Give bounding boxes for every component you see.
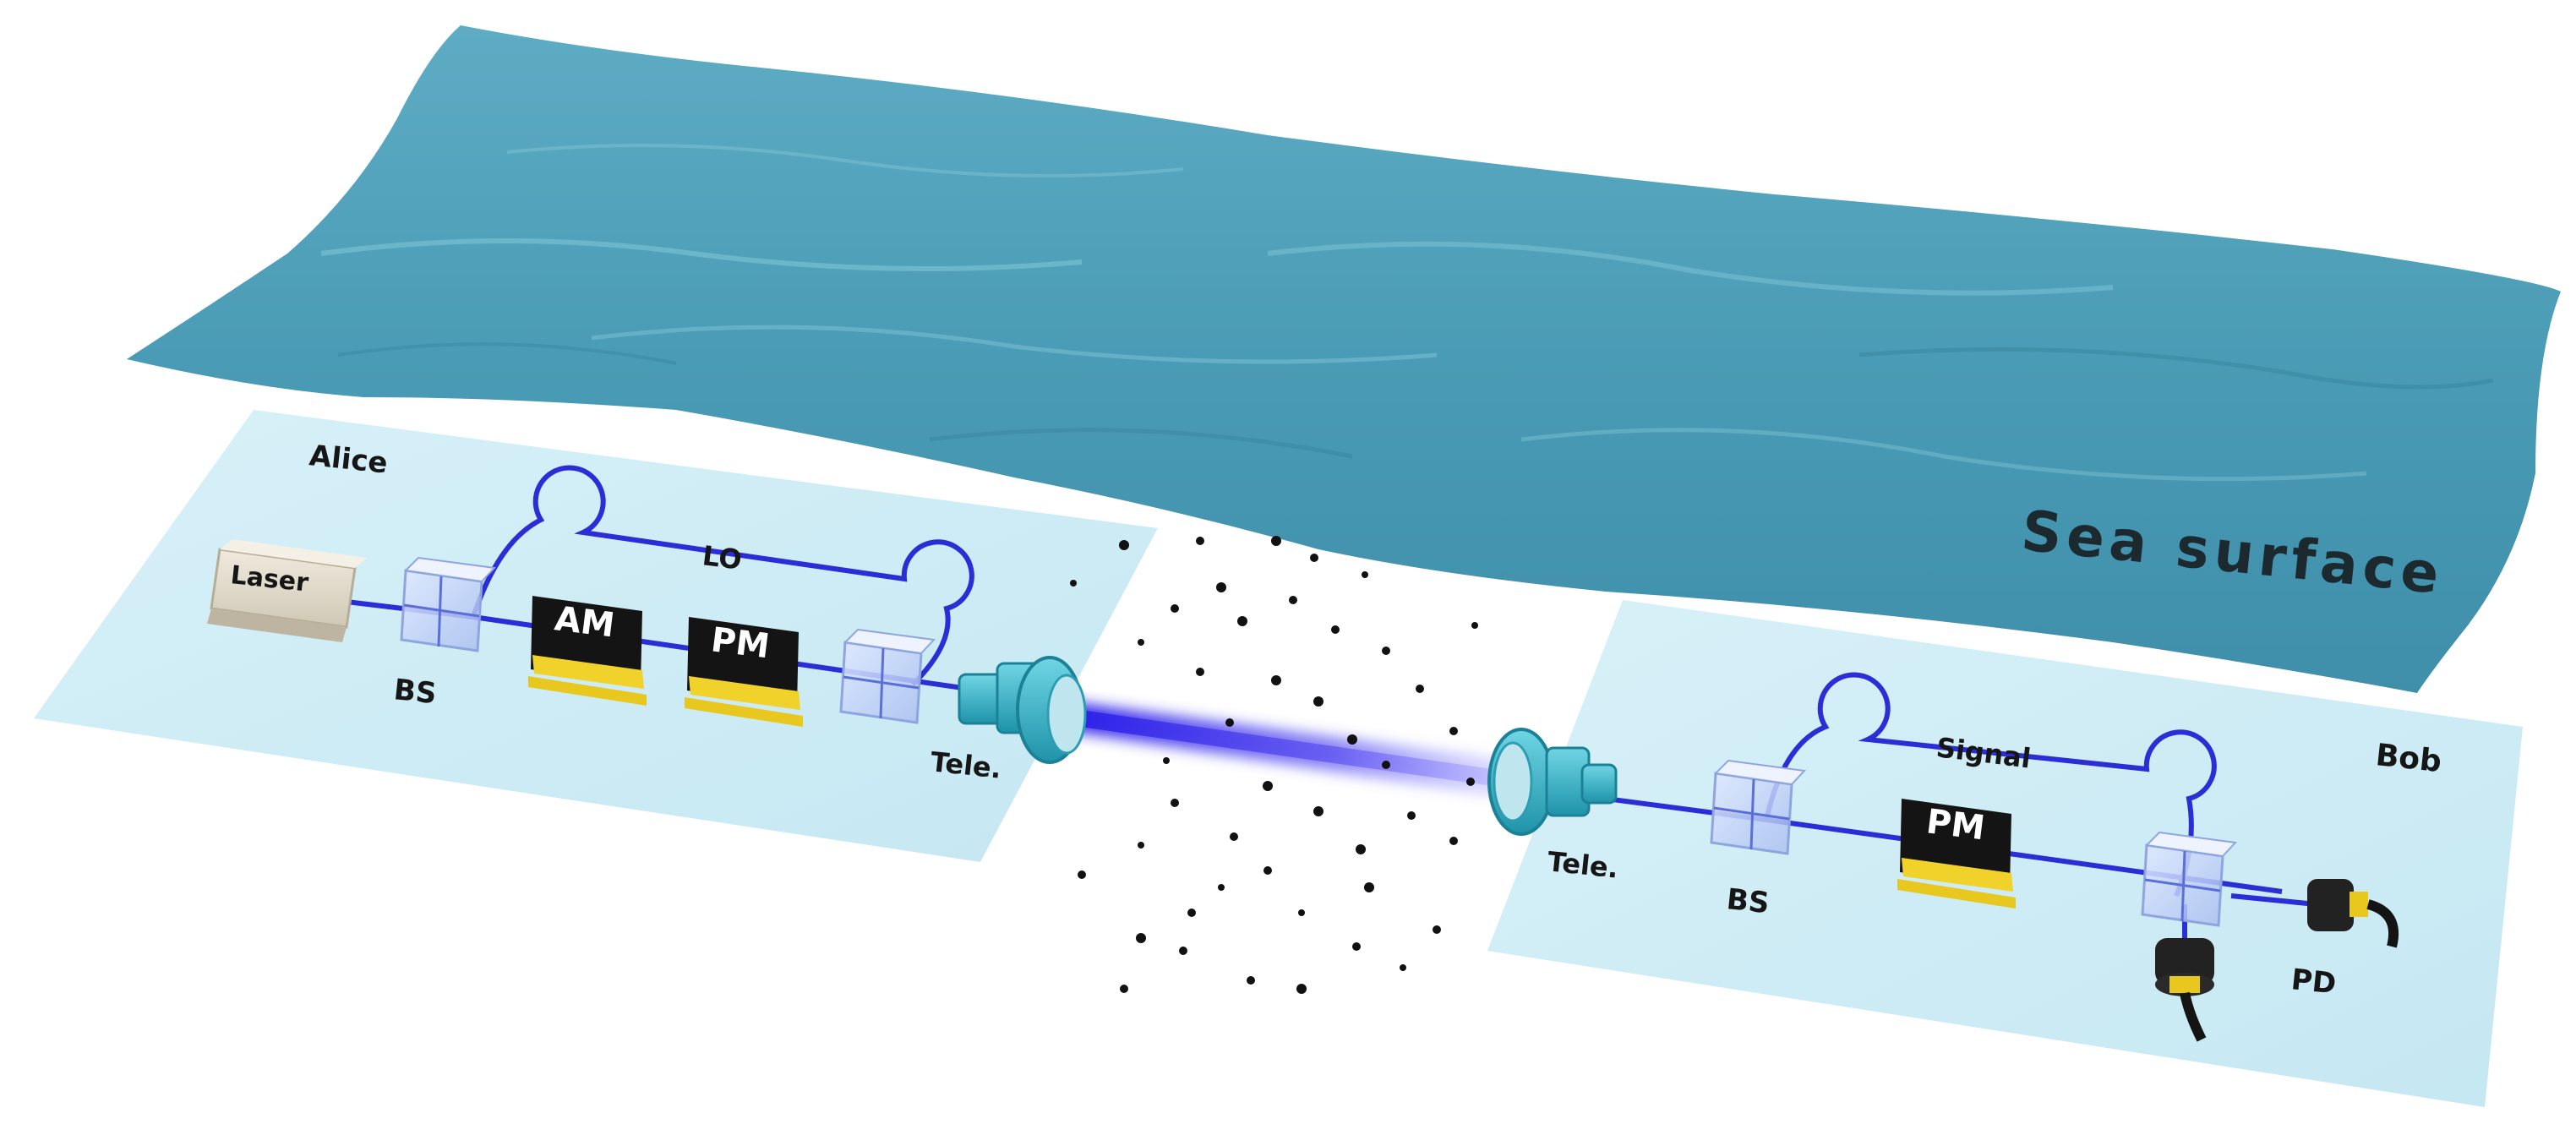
bob-detector-bottom xyxy=(2155,938,2214,1042)
bob-pm-label: PM xyxy=(1924,802,1987,848)
particle xyxy=(1216,582,1226,592)
particle xyxy=(1163,757,1170,764)
particle xyxy=(1449,837,1458,845)
bob-pm-modulator: PM xyxy=(1897,799,2016,909)
particle xyxy=(1136,933,1146,943)
particle xyxy=(1449,727,1458,735)
particle xyxy=(1356,844,1366,854)
fiber-signal-loop xyxy=(1764,672,2217,898)
particle xyxy=(1120,985,1128,993)
particle xyxy=(1298,909,1305,916)
particle xyxy=(1407,811,1416,820)
scattering-particles xyxy=(1070,536,1478,994)
alice-telescope xyxy=(958,656,1087,764)
particle xyxy=(1313,696,1323,707)
am-modulator: AM xyxy=(528,596,647,706)
laser-box: Laser xyxy=(207,539,368,642)
sea-ripple xyxy=(1520,428,2367,482)
particle xyxy=(1237,616,1247,626)
particle xyxy=(1119,540,1129,550)
sea-ripple xyxy=(337,342,677,365)
alice-pm-label: PM xyxy=(709,620,772,666)
particle xyxy=(1289,596,1297,604)
particle xyxy=(1471,622,1478,629)
particle xyxy=(1171,604,1179,613)
particle xyxy=(1466,778,1475,786)
bob-bs-cube-2 xyxy=(2141,831,2238,927)
particle xyxy=(1225,718,1234,727)
alice-bs-label: BS xyxy=(392,673,438,711)
particle xyxy=(1230,832,1238,841)
particle xyxy=(1138,842,1144,849)
particle xyxy=(1382,761,1390,769)
sea-surface-shape xyxy=(127,25,2561,693)
particle xyxy=(1179,947,1187,955)
particle xyxy=(1247,976,1255,985)
alice-pm-modulator: PM xyxy=(685,617,803,727)
particle xyxy=(1263,866,1272,875)
bob-bs-label: BS xyxy=(1725,882,1771,920)
particle xyxy=(1347,734,1357,745)
particle xyxy=(1070,580,1077,587)
bob-bs-cube xyxy=(1710,759,1807,855)
particle xyxy=(1331,625,1340,634)
alice-label: Alice xyxy=(308,439,390,480)
particle xyxy=(1310,554,1318,562)
particle xyxy=(1138,639,1144,646)
particle xyxy=(1382,647,1390,655)
pd-detector xyxy=(2307,879,2399,948)
particle xyxy=(1364,882,1374,892)
sea-surface: Sea surface xyxy=(127,25,2561,693)
free-space-beam-core xyxy=(1069,708,1504,788)
particle xyxy=(1187,909,1196,917)
particle xyxy=(1196,668,1204,676)
particle xyxy=(1362,571,1368,578)
particle xyxy=(1352,942,1361,951)
bob-telescope xyxy=(1487,728,1618,836)
particle xyxy=(1263,781,1273,791)
am-label: AM xyxy=(553,599,617,645)
sea-ripple xyxy=(320,238,1083,271)
particle xyxy=(1271,675,1281,685)
particle xyxy=(1400,964,1406,971)
fiber-to-pd xyxy=(2230,893,2317,907)
sea-ripple xyxy=(591,325,1438,364)
particle xyxy=(1433,925,1441,934)
alice-tele-label: Tele. xyxy=(929,745,1003,785)
pd-label: PD xyxy=(2289,963,2338,1001)
bob-tele-label: Tele. xyxy=(1546,845,1620,885)
particle xyxy=(1416,685,1424,693)
particle xyxy=(1313,806,1323,816)
bob-label: Bob xyxy=(2374,738,2443,779)
alice-bs-cube xyxy=(400,556,497,652)
alice-bs-cube-2 xyxy=(839,628,936,724)
sea-ripple xyxy=(1858,347,2494,390)
lo-label: LO xyxy=(701,539,744,576)
particle xyxy=(1218,884,1225,891)
particle xyxy=(1271,536,1281,546)
sea-ripple xyxy=(506,144,1184,177)
particle xyxy=(1078,870,1086,879)
sea-ripple xyxy=(929,428,1353,459)
sea-ripple xyxy=(1267,241,2114,296)
particle xyxy=(1171,799,1179,807)
particle xyxy=(1296,984,1307,994)
particle xyxy=(1196,537,1204,545)
fiber-lo-loop xyxy=(471,465,974,687)
